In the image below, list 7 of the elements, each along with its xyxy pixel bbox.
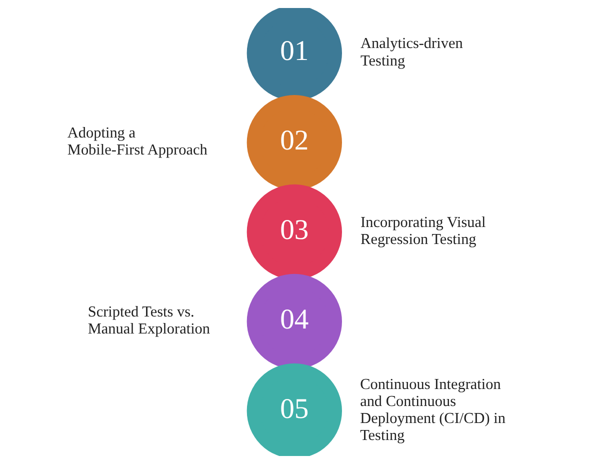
node-circle: 01	[246, 8, 342, 101]
node-label: Continuous Integration and Continuous Deployment (CI/CD) in Testing	[360, 376, 506, 444]
node-circle: 05	[246, 363, 342, 456]
node-label: Adopting a Mobile-First Approach	[67, 124, 208, 159]
node-label: Analytics-driven Testing	[360, 35, 463, 70]
node-label: Incorporating Visual Regression Testing	[360, 214, 486, 248]
node-label: Scripted Tests vs. Manual Exploration	[88, 304, 210, 338]
